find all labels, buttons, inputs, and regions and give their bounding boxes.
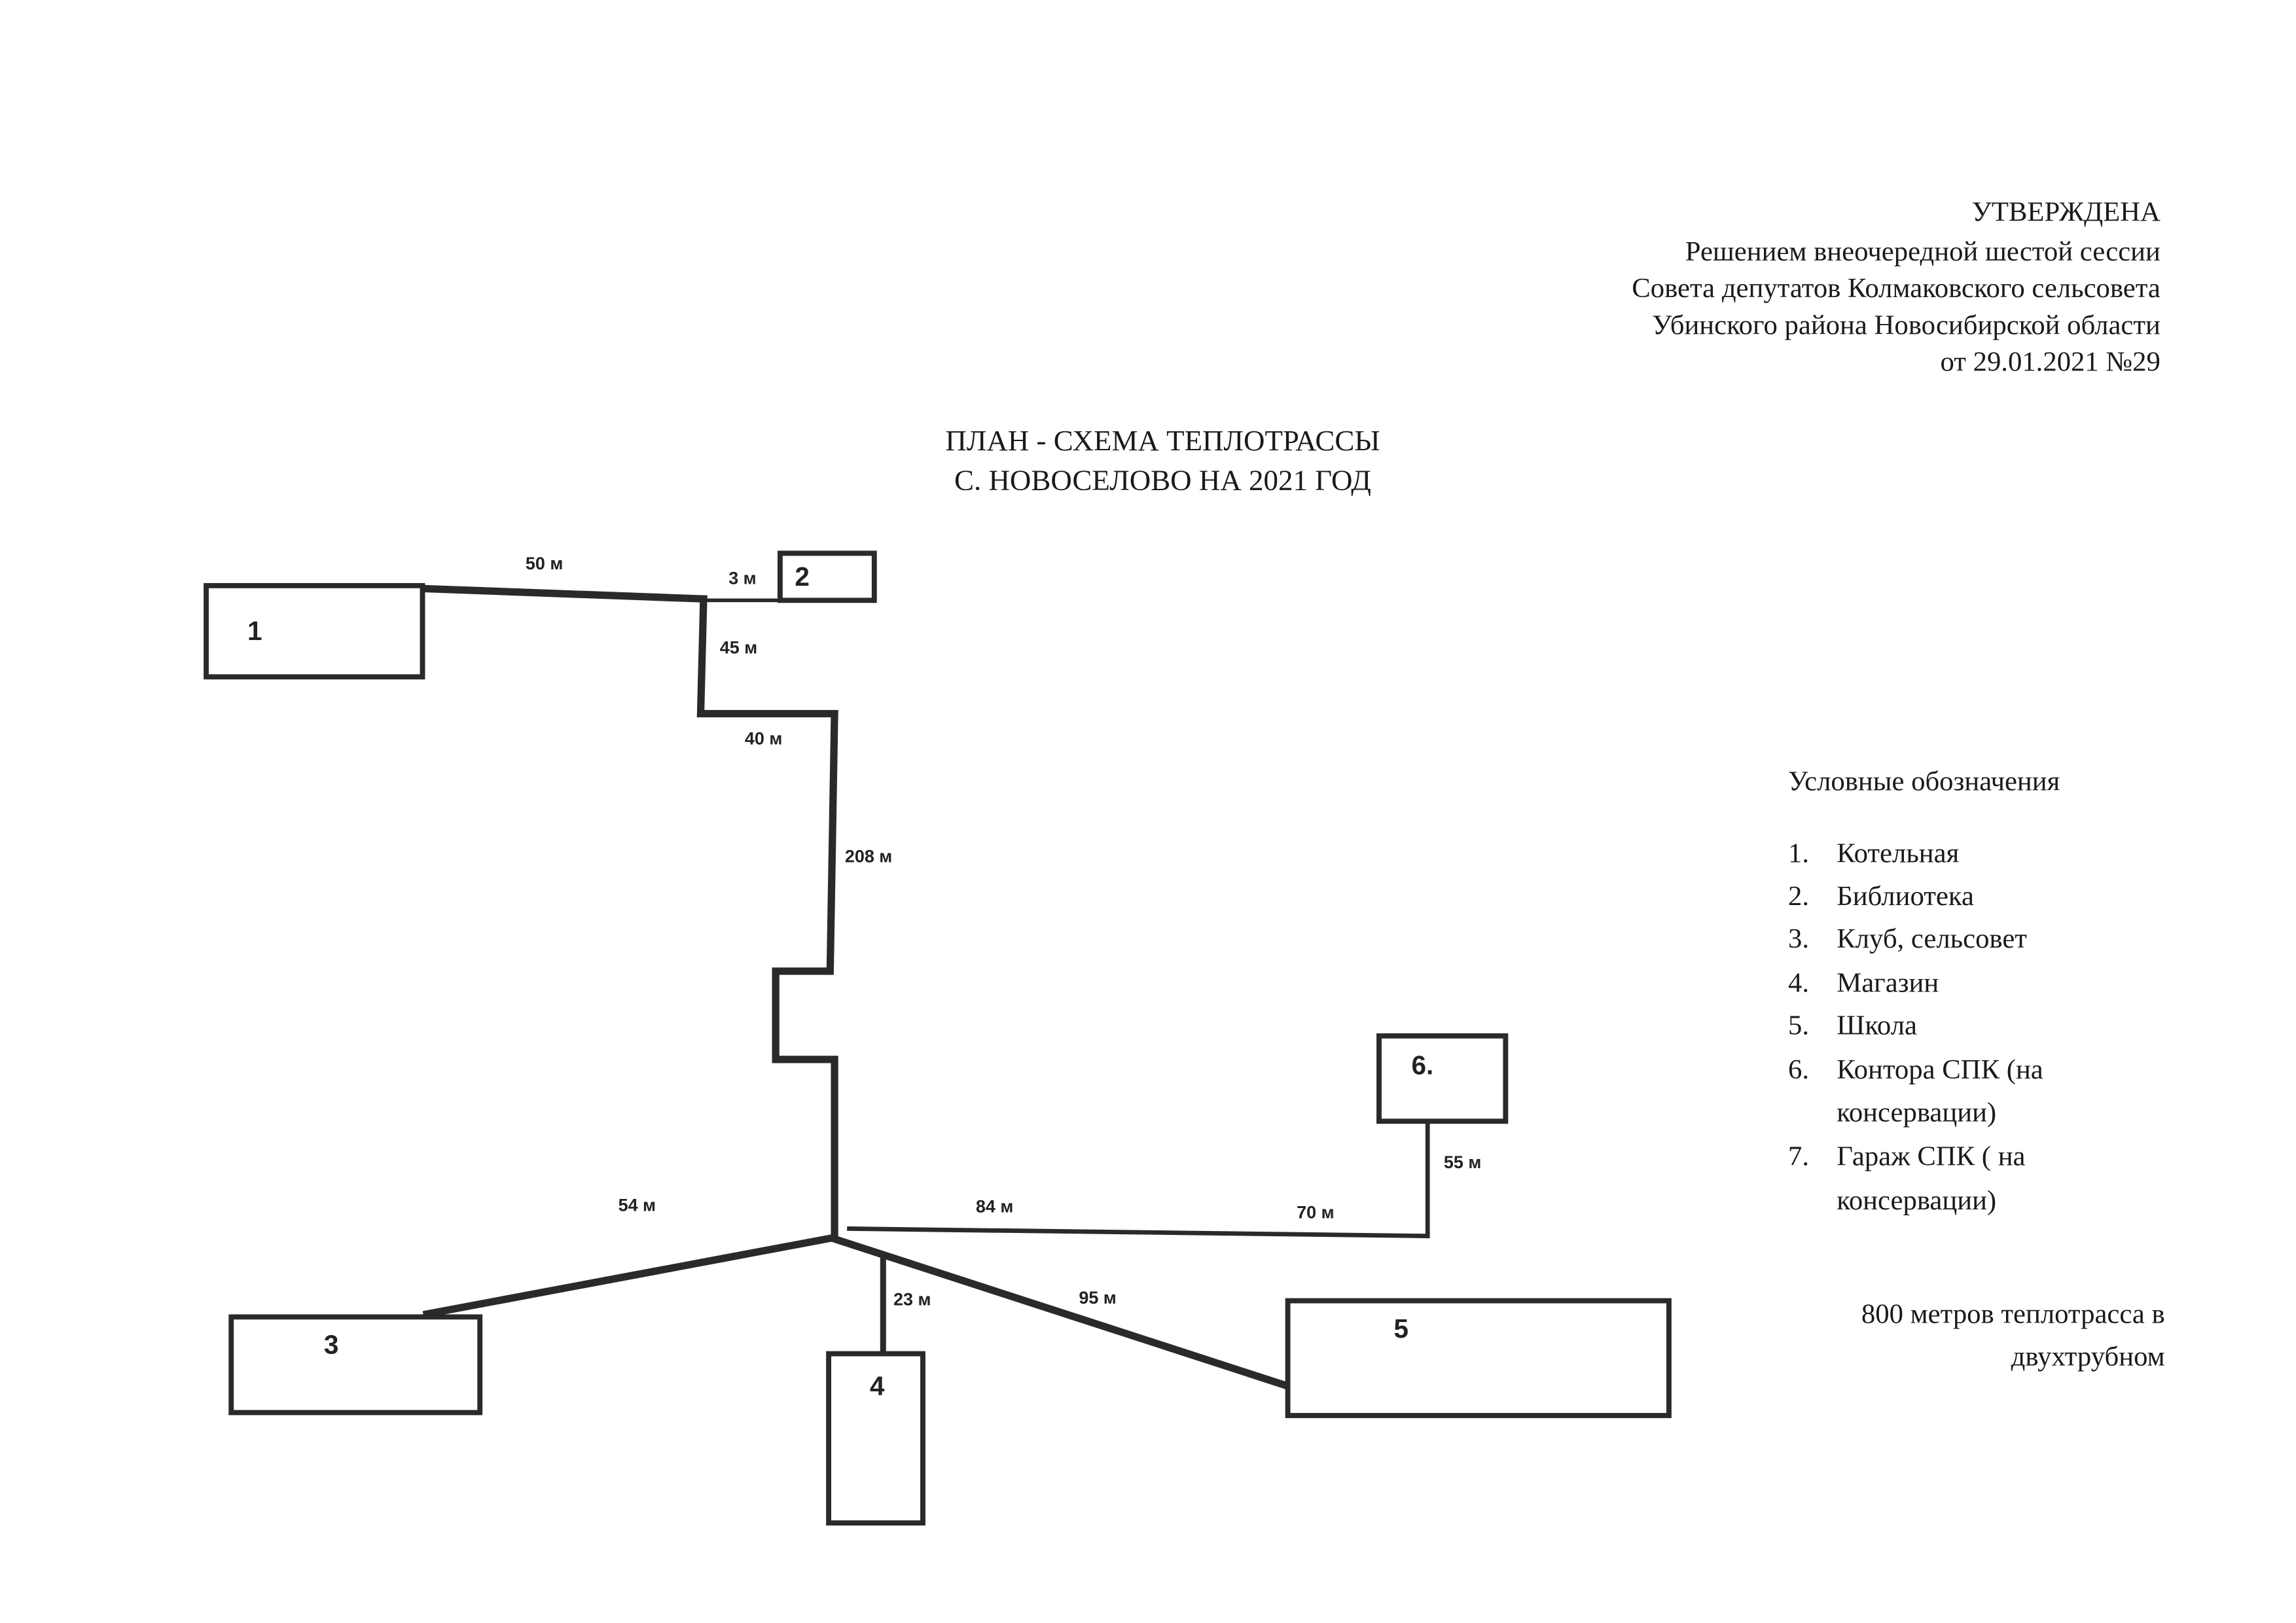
legend-number: 5. — [1788, 1010, 1809, 1041]
length-label: 3 м — [728, 569, 756, 588]
legend-item: Школа — [1837, 1010, 1917, 1041]
approval-line: Совета депутатов Колмаковского сельсовет… — [1632, 273, 2161, 304]
length-label: 95 м — [1079, 1288, 1116, 1308]
building-number: 5 — [1393, 1313, 1408, 1344]
pipe-segment — [422, 1233, 839, 1319]
segment-lengths: 50 м 3 м 45 м 40 м 208 м 54 м 84 м 70 м … — [526, 554, 1481, 1309]
legend-number: 4. — [1788, 967, 1809, 998]
legend-number: 3. — [1788, 923, 1809, 954]
title-line-2: С. НОВОСЕЛОВО НА 2021 ГОД — [954, 464, 1371, 497]
pipe-segment — [847, 1120, 1430, 1239]
note-line-2: двухтрубном — [2011, 1342, 2165, 1372]
approval-line: Убинского района Новосибирской области — [1652, 310, 2161, 340]
legend-number: 6. — [1788, 1054, 1809, 1085]
page-title: ПЛАН - СХЕМА ТЕПЛОТРАССЫ С. НОВОСЕЛОВО Н… — [945, 424, 1380, 497]
building-number: 4 — [870, 1370, 885, 1400]
length-label: 70 м — [1297, 1203, 1334, 1222]
building-4 — [826, 1351, 925, 1526]
pipe-segment — [696, 595, 838, 1240]
length-label: 84 м — [976, 1197, 1013, 1217]
building-3 — [228, 1314, 483, 1416]
legend-number: 1. — [1788, 838, 1809, 869]
length-note: 800 метров теплотрасса в двухтрубном — [1861, 1298, 2165, 1372]
building-number: 2 — [795, 562, 810, 592]
legend-item-continued: консервации) — [1837, 1097, 1996, 1128]
legend-item: Котельная — [1837, 838, 1959, 869]
legend-item: Магазин — [1837, 967, 1939, 998]
legend-heading: Условные обозначения — [1788, 766, 2060, 796]
legend-number: 7. — [1788, 1141, 1809, 1172]
legend-item: Клуб, сельсовет — [1837, 923, 2027, 954]
legend-item: Контора СПК (на — [1837, 1054, 2043, 1085]
building-6 — [1376, 1033, 1509, 1124]
pipe-segment — [418, 584, 708, 603]
legend-number: 2. — [1788, 881, 1809, 912]
approval-block: УТВЕРЖДЕНА Решением внеочередной шестой … — [1632, 196, 2161, 377]
building-5 — [1285, 1298, 1672, 1418]
title-line-1: ПЛАН - СХЕМА ТЕПЛОТРАССЫ — [945, 424, 1380, 457]
length-label: 55 м — [1444, 1152, 1481, 1172]
legend-item-continued: консервации) — [1837, 1185, 1996, 1216]
length-label: 50 м — [526, 554, 563, 573]
length-label: 208 м — [845, 847, 892, 866]
building-number: 6. — [1411, 1050, 1433, 1080]
building-number: 3 — [324, 1330, 339, 1360]
approval-line: Решением внеочередной шестой сессии — [1685, 236, 2161, 267]
note-line-1: 800 метров теплотрасса в — [1861, 1298, 2165, 1329]
building-number: 1 — [247, 616, 262, 646]
buildings: 1 2 3 4 5 6. — [204, 550, 1672, 1526]
length-label: 54 м — [619, 1195, 656, 1215]
legend-item: Библиотека — [1837, 881, 1974, 912]
building-2 — [777, 550, 877, 603]
approval-heading: УТВЕРЖДЕНА — [1972, 196, 2161, 227]
pipeline — [418, 584, 1430, 1391]
pipe-segment — [830, 1234, 1293, 1391]
length-label: 40 м — [745, 729, 782, 749]
building-1 — [204, 582, 425, 680]
legend-item: Гараж СПК ( на — [1837, 1141, 2025, 1172]
approval-date: от 29.01.2021 №29 — [1940, 347, 2160, 378]
legend: Условные обозначения 1. Котельная 2. Биб… — [1788, 766, 2060, 1216]
length-label: 45 м — [720, 637, 757, 657]
length-label: 23 м — [893, 1289, 931, 1309]
